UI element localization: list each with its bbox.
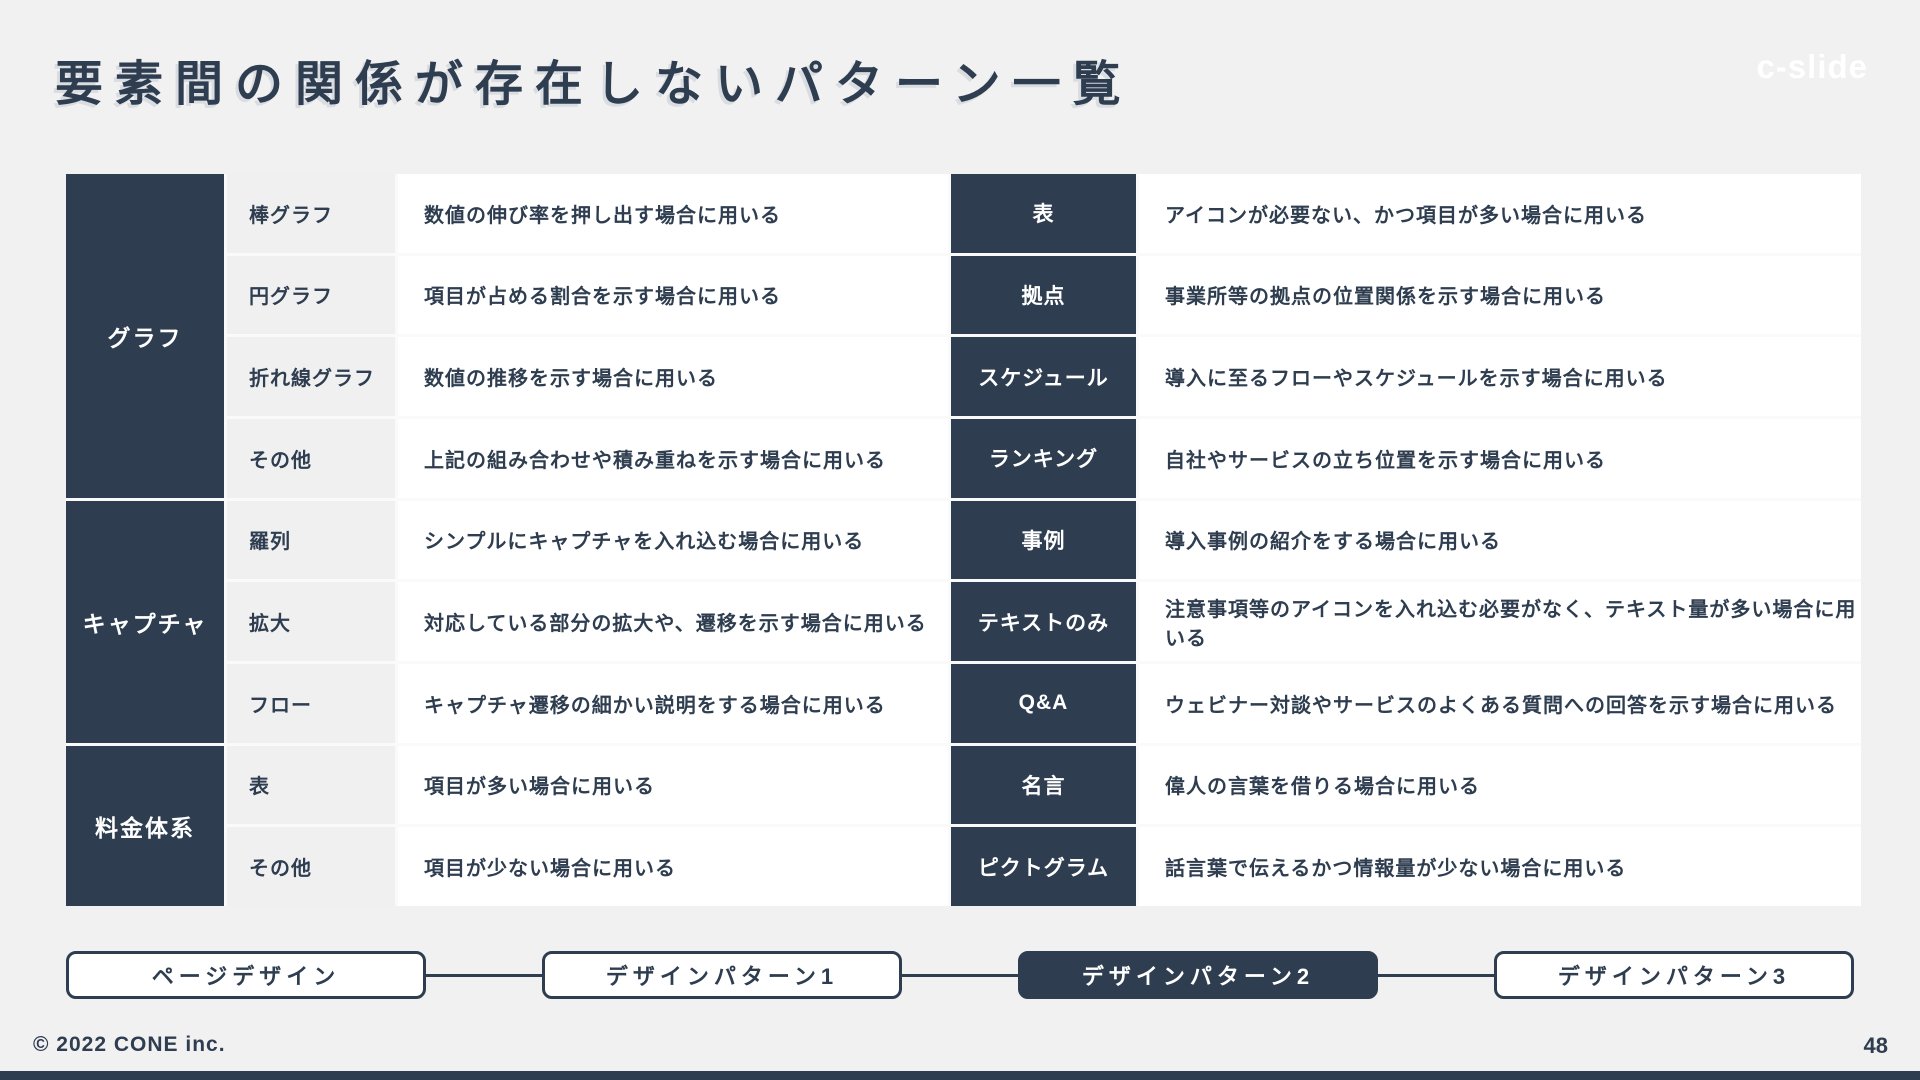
item-cell: 表	[227, 745, 395, 825]
nav-button-design-pattern-1[interactable]: デザインパターン1	[542, 951, 902, 999]
item-cell: 折れ線グラフ	[227, 337, 395, 416]
nav-button-page-design[interactable]: ページデザイン	[66, 951, 426, 999]
bottom-accent-bar	[0, 1071, 1920, 1080]
pattern-table: グラフ キャプチャ 料金体系 棒グラフ 数値の伸び率を押し出す場合に用いる 表 …	[66, 174, 1861, 906]
copyright-text: © 2022 CONE inc.	[33, 1033, 226, 1056]
pattern-desc-cell: 自社やサービスの立ち位置を示す場合に用いる	[1139, 418, 1861, 498]
pattern-desc-cell: アイコンが必要ない、かつ項目が多い場合に用いる	[1139, 174, 1861, 253]
page-title: 要素間の関係が存在しないパターン一覧	[55, 58, 1133, 111]
pattern-desc-cell: 導入に至るフローやスケジュールを示す場合に用いる	[1139, 337, 1861, 416]
pattern-cell: 表	[951, 174, 1136, 253]
category-cell: 料金体系	[66, 745, 224, 906]
category-cell: キャプチャ	[66, 500, 224, 743]
nav-connector	[426, 973, 542, 977]
item-cell: その他	[227, 827, 395, 906]
nav-button-design-pattern-3[interactable]: デザインパターン3	[1494, 951, 1854, 999]
pattern-desc-cell: 事業所等の拠点の位置関係を示す場合に用いる	[1139, 255, 1861, 335]
nav-button-design-pattern-2[interactable]: デザインパターン2	[1018, 951, 1378, 999]
pattern-cell: 名言	[951, 745, 1136, 825]
item-cell: 拡大	[227, 582, 395, 661]
pattern-cell: ピクトグラム	[951, 827, 1136, 906]
nav-connector	[902, 973, 1018, 977]
pattern-desc-cell: 話言葉で伝えるかつ情報量が少ない場合に用いる	[1139, 827, 1861, 906]
pattern-cell: 拠点	[951, 255, 1136, 335]
item-cell: 円グラフ	[227, 255, 395, 335]
pattern-desc-cell: 偉人の言葉を借りる場合に用いる	[1139, 745, 1861, 825]
nav-connector	[1378, 973, 1494, 977]
page-number: 48	[1863, 1033, 1888, 1058]
pattern-cell: 事例	[951, 500, 1136, 580]
item-desc-cell: 項目が少ない場合に用いる	[398, 827, 948, 906]
item-desc-cell: 対応している部分の拡大や、遷移を示す場合に用いる	[398, 582, 948, 661]
item-cell: その他	[227, 418, 395, 498]
c-slide-logo: c-slide	[1756, 48, 1868, 85]
pattern-nav: ページデザイン デザインパターン1 デザインパターン2 デザインパターン3	[66, 951, 1854, 999]
pattern-cell: テキストのみ	[951, 582, 1136, 661]
item-desc-cell: 数値の推移を示す場合に用いる	[398, 337, 948, 416]
pattern-cell: スケジュール	[951, 337, 1136, 416]
pattern-cell: Q&A	[951, 663, 1136, 743]
item-cell: フロー	[227, 663, 395, 743]
pattern-desc-cell: 注意事項等のアイコンを入れ込む必要がなく、テキスト量が多い場合に用いる	[1139, 582, 1861, 661]
category-cell: グラフ	[66, 174, 224, 498]
item-desc-cell: シンプルにキャプチャを入れ込む場合に用いる	[398, 500, 948, 580]
item-desc-cell: 上記の組み合わせや積み重ねを示す場合に用いる	[398, 418, 948, 498]
pattern-desc-cell: 導入事例の紹介をする場合に用いる	[1139, 500, 1861, 580]
item-desc-cell: キャプチャ遷移の細かい説明をする場合に用いる	[398, 663, 948, 743]
pattern-desc-cell: ウェビナー対談やサービスのよくある質問への回答を示す場合に用いる	[1139, 663, 1861, 743]
pattern-cell: ランキング	[951, 418, 1136, 498]
item-cell: 羅列	[227, 500, 395, 580]
item-desc-cell: 項目が占める割合を示す場合に用いる	[398, 255, 948, 335]
item-desc-cell: 数値の伸び率を押し出す場合に用いる	[398, 174, 948, 253]
item-desc-cell: 項目が多い場合に用いる	[398, 745, 948, 825]
item-cell: 棒グラフ	[227, 174, 395, 253]
